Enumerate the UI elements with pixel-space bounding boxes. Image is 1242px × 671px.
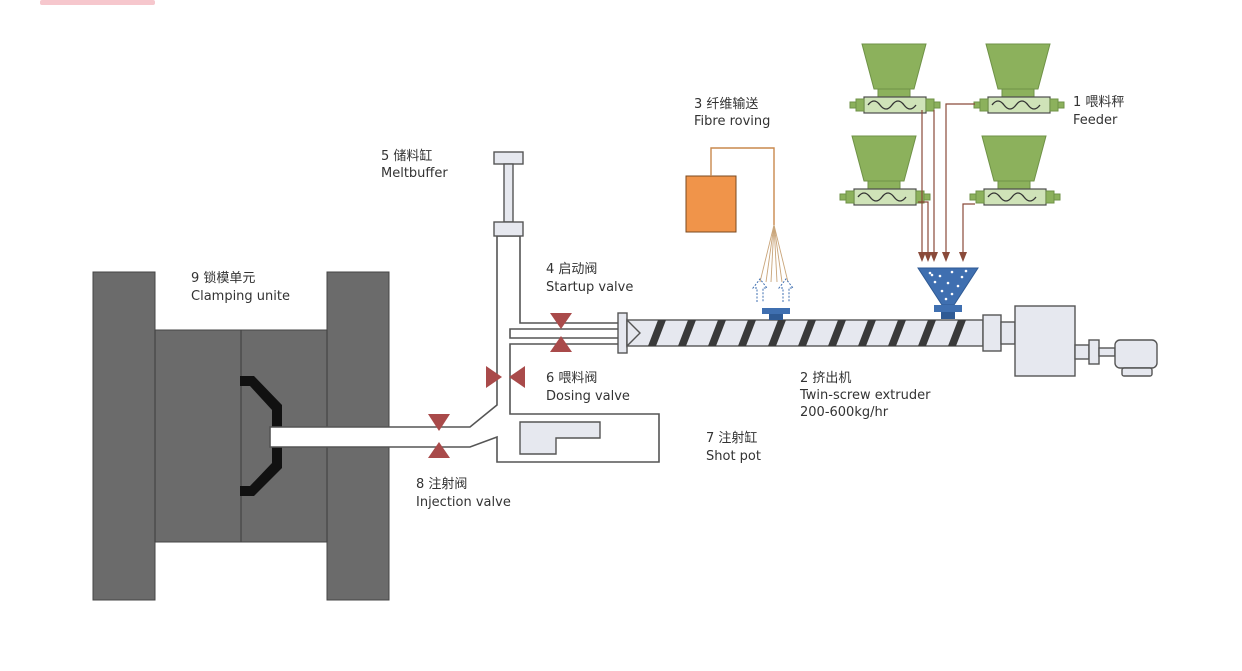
roving-spool (685, 175, 737, 233)
corner-mark (40, 0, 155, 5)
feeder-label-cn: 1 喂料秤 (1073, 95, 1124, 110)
meltbuffer-piston (493, 221, 524, 237)
fibre-label-en: Fibre roving (694, 114, 770, 129)
startup-label-en: Startup valve (546, 280, 633, 295)
feeder-top-left (849, 43, 941, 114)
twin-screw-extruder (617, 305, 1158, 377)
feeder-label-en: Feeder (1073, 113, 1118, 128)
gearbox (1014, 305, 1076, 377)
feed-lines (918, 103, 975, 254)
mold-cavity (240, 376, 282, 496)
injection-valve (428, 414, 450, 458)
extruder-label-en: Twin-screw extruder (799, 388, 931, 403)
startup-valve-top-icon (550, 313, 572, 329)
clamping-label-en: Clamping unite (191, 289, 290, 304)
feeder-top-right (973, 43, 1065, 114)
feed-line-arrows (918, 252, 967, 262)
motor (1114, 339, 1158, 369)
dosing-valve-right-icon (509, 366, 525, 388)
feeder-bottom-left (839, 135, 931, 206)
extruder-label-cn: 2 挤出机 (800, 371, 851, 386)
meltbuffer-rod (503, 163, 514, 223)
shotpot-label-cn: 7 注射缸 (706, 430, 757, 446)
fibre-roving (685, 147, 795, 320)
screw-flights (648, 320, 966, 346)
meltbuffer-label-en: Meltbuffer (381, 166, 448, 181)
dosing-valve-left-icon (486, 366, 502, 388)
injection-label-en: Injection valve (416, 495, 511, 510)
meltbuffer-label-cn: 5 储料缸 (381, 148, 432, 164)
left-platen (92, 271, 156, 601)
startup-valve (550, 313, 572, 352)
dosing-valve (486, 366, 525, 388)
feeders (839, 43, 1065, 206)
fibre-strands (759, 224, 789, 283)
vent-arrow-right-icon (777, 278, 795, 302)
shot-pot-piston (519, 421, 601, 455)
meltbuffer-rod-cap (493, 151, 524, 165)
blue-hopper-icon (917, 267, 979, 306)
vent-arrow-left-icon (751, 278, 769, 302)
injection-label-cn: 8 注射阀 (416, 476, 467, 492)
clamping-label-cn: 9 锁模单元 (191, 270, 255, 286)
dosing-label-en: Dosing valve (546, 389, 630, 404)
injection-line (269, 151, 660, 463)
injection-valve-top-icon (428, 414, 450, 431)
extruder-rate: 200-600kg/hr (800, 405, 889, 420)
hopper-pellets (928, 269, 968, 301)
feeder-bottom-right (969, 135, 1061, 206)
mold-left-half (154, 329, 242, 543)
startup-valve-bottom-icon (550, 336, 572, 352)
shotpot-label-en: Shot pot (706, 449, 761, 464)
extruder-collar (982, 314, 1002, 352)
extruder-flange (617, 312, 628, 354)
injection-valve-bottom-icon (428, 442, 450, 458)
fibre-label-cn: 3 纤维输送 (694, 96, 758, 112)
main-hopper (917, 267, 979, 319)
dosing-label-cn: 6 喂料阀 (546, 371, 597, 386)
startup-label-cn: 4 启动阀 (546, 262, 597, 277)
